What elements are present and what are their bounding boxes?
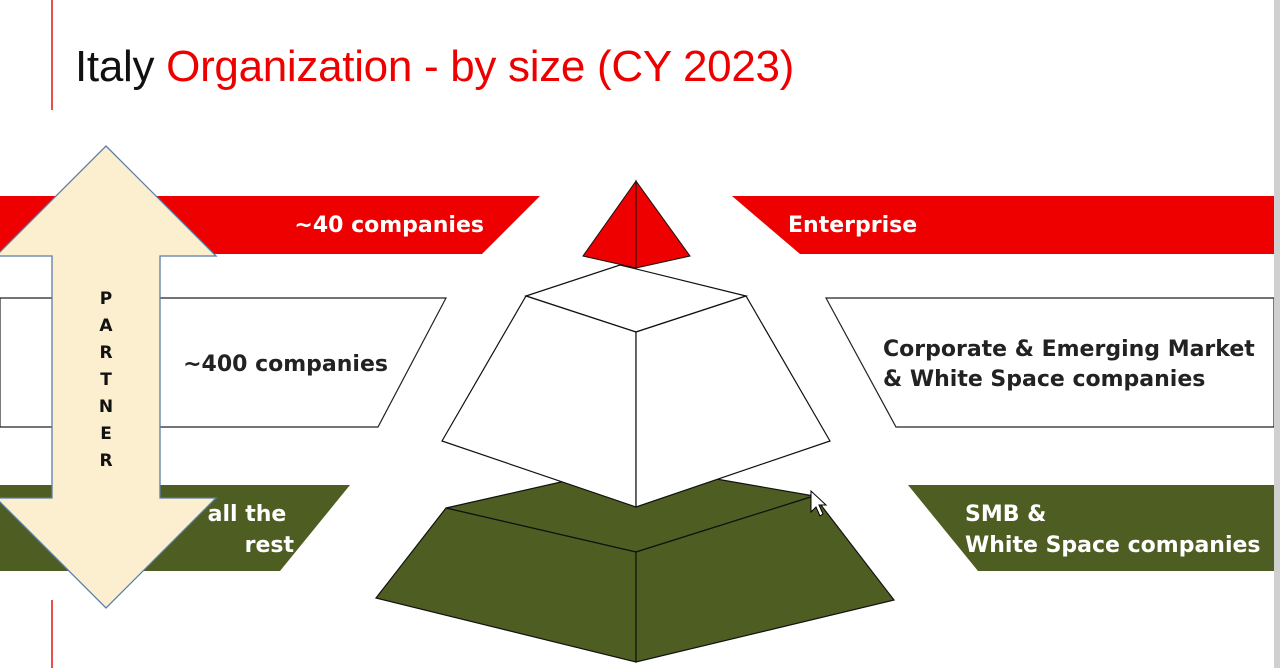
partner-letter: E xyxy=(100,424,112,444)
scrollbar[interactable] xyxy=(1274,0,1280,668)
tier1-right-label: Enterprise xyxy=(788,213,917,238)
partner-letter: P xyxy=(100,289,112,309)
tier3-left-line: rest xyxy=(245,533,295,558)
tier3-right-line: White Space companies xyxy=(965,533,1261,558)
pyramid-middle-tier xyxy=(441,264,831,508)
partner-letter: N xyxy=(99,397,113,417)
pyramid-top-tier xyxy=(582,179,691,269)
slide-frame-line-top xyxy=(51,0,53,110)
partner-letter: T xyxy=(100,370,112,390)
tier2-right-label: Corporate & Emerging Market & White Spac… xyxy=(883,337,1262,392)
tier1-right-line: Enterprise xyxy=(788,213,917,238)
tier3-left-line: all the xyxy=(208,502,287,527)
tier2-right-band xyxy=(824,297,1274,428)
slide-title: Italy Organization - by size (CY 2023) xyxy=(75,42,794,92)
mouse-cursor-icon xyxy=(810,489,828,517)
title-country: Italy xyxy=(75,42,155,91)
slide-frame-line-bottom xyxy=(51,600,53,668)
tier2-right-line: & White Space companies xyxy=(883,367,1205,392)
partner-letter: A xyxy=(99,316,113,336)
tier2-right-line: Corporate & Emerging Market xyxy=(883,337,1255,362)
tier3-right-label: SMB & White Space companies xyxy=(965,502,1261,558)
partner-letter: R xyxy=(99,451,112,471)
title-subject: Organization - by size (CY 2023) xyxy=(166,42,795,91)
partner-double-arrow xyxy=(0,145,218,609)
partner-letter: R xyxy=(99,343,112,363)
tier1-left-label: ~40 companies xyxy=(294,213,484,238)
tier3-right-line: SMB & xyxy=(965,502,1046,527)
pyramid-bottom-tier xyxy=(374,464,896,663)
tier1-right-band xyxy=(732,196,1274,254)
tier3-right-band xyxy=(908,485,1274,571)
tier2-left-label: ~400 companies xyxy=(183,352,388,377)
tier3-left-label: all the rest xyxy=(208,502,295,558)
